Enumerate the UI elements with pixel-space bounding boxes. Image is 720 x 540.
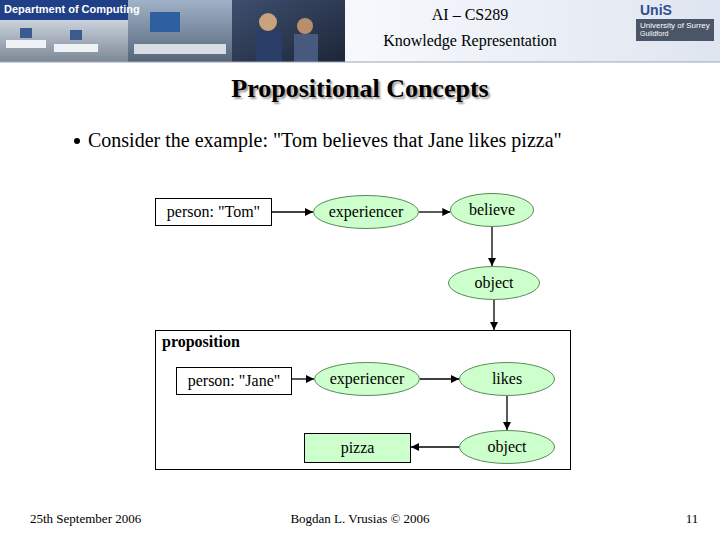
logo-town: Guildford [640,30,668,38]
ellipse-fill [459,431,554,464]
photo-screen [150,12,180,32]
photo-panel [128,0,232,62]
connector-arrow [419,211,450,212]
proposition-box: proposition person: "Jane" experiencer like… [155,330,571,470]
relation-label: experiencer [329,203,404,221]
photo-panel [232,0,345,62]
bullet-dot [74,138,80,144]
relation-label: object [487,438,526,456]
relation-label: object [474,274,513,292]
concept-box: pizza [304,433,411,463]
lecture-topic: Knowledge Representation [340,32,600,50]
ellipse-fill [459,363,554,396]
footer-date: 25th September 2006 [30,512,141,527]
relation-ellipse: object [448,266,540,300]
relation-ellipse: experiencer [313,195,419,229]
relation-label: believe [469,201,515,219]
concept-label: pizza [341,439,375,457]
lab-screen [20,28,32,38]
ellipse-fill [314,196,419,229]
lab-desk [54,44,98,52]
photo-person [297,18,313,34]
concept-box: person: "Tom" [155,198,272,226]
photo-person [294,34,318,62]
relation-ellipse: experiencer [314,362,420,396]
logo-box [636,19,714,41]
lab-screen [70,30,82,40]
relation-label: experiencer [330,370,405,388]
course-code: AI – CS289 [340,6,600,24]
logo-university: University of Surrey [640,21,710,30]
lab-desk [6,40,46,48]
photo-person [259,13,277,31]
concept-label: person: "Jane" [188,372,281,390]
photo-person [256,31,282,62]
connector-arrow [411,446,459,447]
connector-arrow [506,396,507,430]
bullet-text: Consider the example: "Tom believes that… [88,129,562,152]
ellipse-fill [448,267,539,300]
header-band [0,0,720,62]
connector-arrow [272,211,313,212]
relation-ellipse: likes [459,362,555,396]
footer-author: Bogdan L. Vrusias © 2006 [210,512,510,527]
logo-wordmark: UniS [640,2,672,18]
header-rule [0,62,720,63]
ellipse-fill [450,194,533,227]
relation-ellipse: object [459,430,555,464]
lab-photo [0,20,128,62]
ellipse-fill [315,363,420,396]
relation-label: likes [492,370,522,388]
relation-ellipse: believe [450,193,534,227]
connector-arrow [420,378,459,379]
slide-number: 11 [674,512,710,527]
connector-arrow [491,227,492,266]
group-heading: proposition [162,333,240,351]
department-name: Department of Computing [4,3,140,16]
concept-box: person: "Jane" [176,367,292,395]
photo-desk [134,44,226,54]
connector-arrow [493,300,494,330]
slide-title: Propositional Concepts [60,74,660,104]
concept-label: person: "Tom" [167,203,260,221]
connector-arrow [292,378,314,379]
